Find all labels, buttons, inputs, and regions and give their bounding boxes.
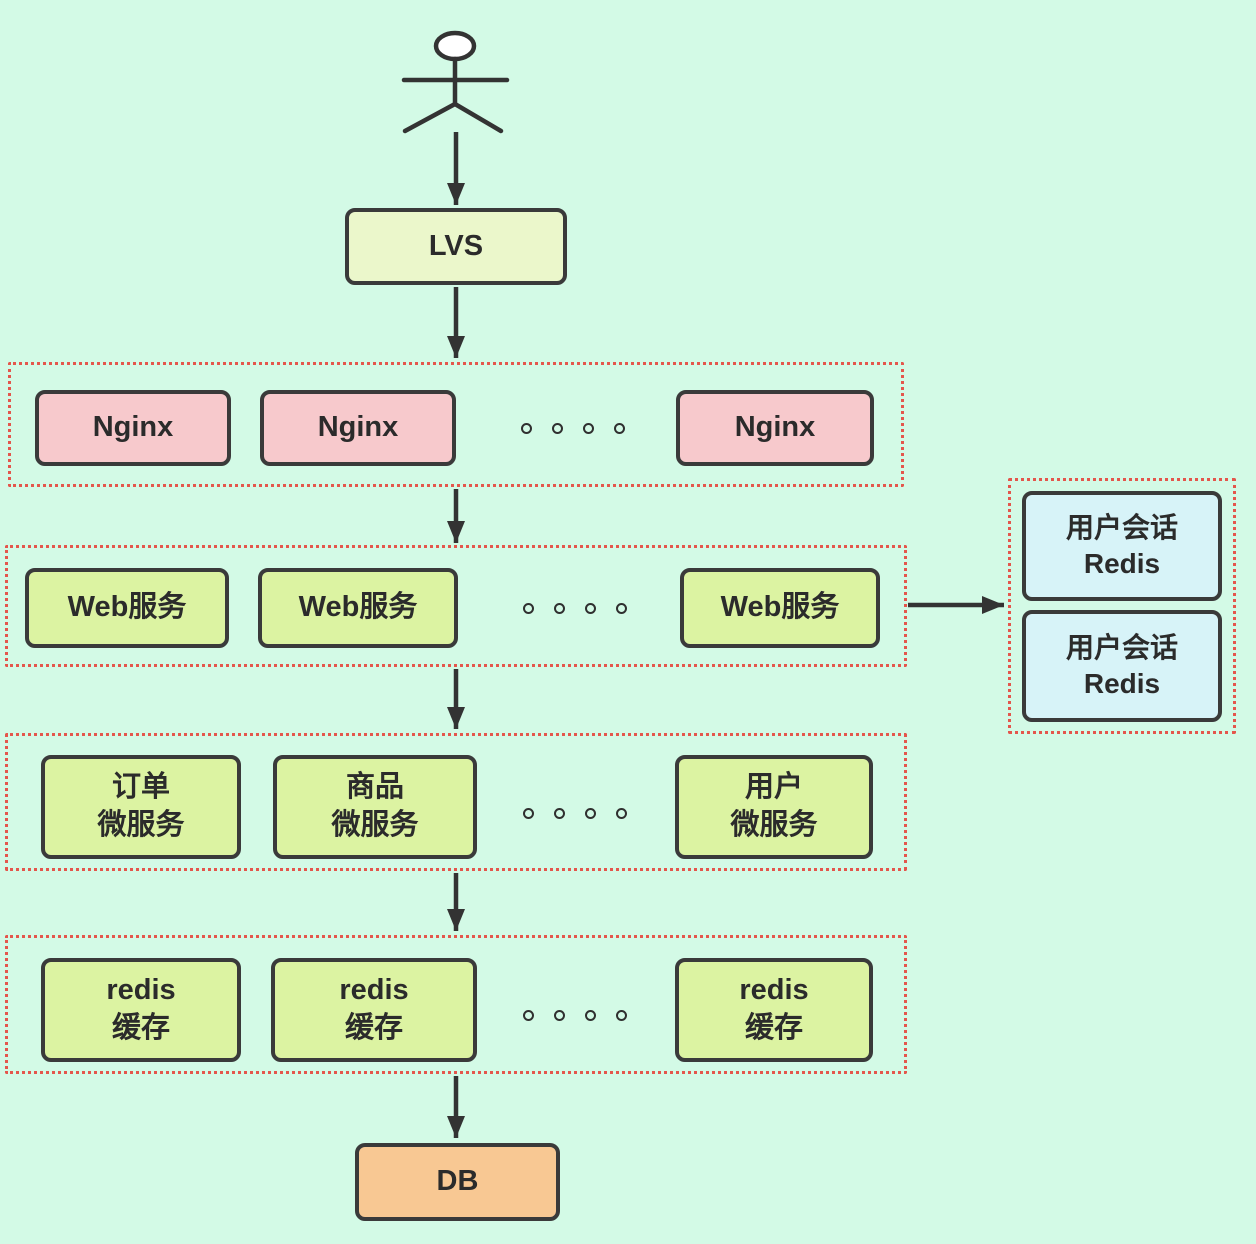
- ellipsis-dots-icon: [523, 602, 627, 614]
- web-service-node: Web服务: [25, 568, 229, 648]
- nginx-node: Nginx: [260, 390, 456, 466]
- nginx-cluster: Nginx Nginx Nginx: [8, 362, 904, 487]
- redis-cache-node: redis 缓存: [41, 958, 241, 1062]
- web-service-node: Web服务: [258, 568, 458, 648]
- web-service-node: Web服务: [680, 568, 880, 648]
- ellipsis-dots-icon: [523, 1009, 627, 1021]
- redis-cache-cluster: redis 缓存 redis 缓存 redis 缓存: [5, 935, 907, 1074]
- session-redis-cluster: 用户会话 Redis 用户会话 Redis: [1008, 478, 1236, 734]
- ellipsis-dots-icon: [521, 422, 625, 434]
- session-redis-node: 用户会话 Redis: [1022, 491, 1222, 601]
- nginx-node: Nginx: [35, 390, 231, 466]
- redis-cache-node: redis 缓存: [675, 958, 873, 1062]
- db-node: DB: [355, 1143, 560, 1221]
- ellipsis-dots-icon: [523, 807, 627, 819]
- microservices-cluster: 订单 微服务 商品 微服务 用户 微服务: [5, 733, 907, 871]
- redis-cache-node: redis 缓存: [271, 958, 477, 1062]
- order-microservice-node: 订单 微服务: [41, 755, 241, 859]
- user-actor-icon: [401, 30, 510, 134]
- product-microservice-node: 商品 微服务: [273, 755, 477, 859]
- nginx-node: Nginx: [676, 390, 874, 466]
- web-services-cluster: Web服务 Web服务 Web服务: [5, 545, 907, 667]
- user-microservice-node: 用户 微服务: [675, 755, 873, 859]
- session-redis-node: 用户会话 Redis: [1022, 610, 1222, 722]
- lvs-node: LVS: [345, 208, 567, 285]
